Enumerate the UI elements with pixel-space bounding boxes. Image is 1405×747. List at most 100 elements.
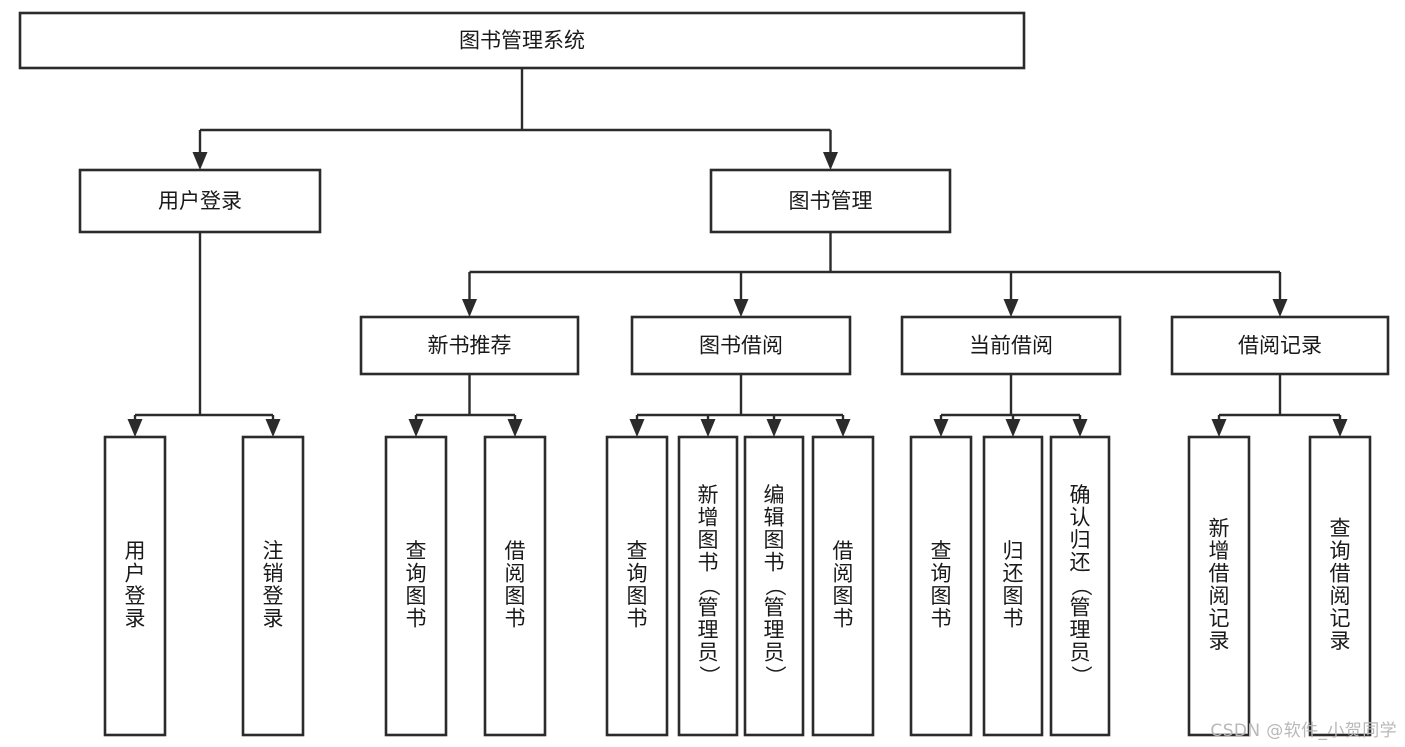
node-leaf-user-login[interactable]: 用户登录 xyxy=(103,435,167,737)
node-label-char: 登 xyxy=(263,584,284,608)
node-label-char: 询 xyxy=(931,562,952,586)
node-label-char: 管 xyxy=(764,595,785,619)
node-box-current-borrow xyxy=(900,315,1122,376)
node-label-char: 录 xyxy=(263,607,284,631)
node-box-leaf-add-borrow-record xyxy=(1187,435,1251,737)
node-label-char: 书 xyxy=(931,607,952,631)
node-label-char: 录 xyxy=(1209,629,1230,653)
node-label-char: ） xyxy=(763,665,787,686)
node-label-char: 借 xyxy=(1330,562,1351,586)
arrow-head-icon xyxy=(766,419,782,437)
node-user-login[interactable]: 用户登录 xyxy=(78,168,322,234)
node-layer: 图书管理系统用户登录图书管理新书推荐图书借阅当前借阅借阅记录用户登录注销登录查询… xyxy=(18,11,1390,737)
node-label-char: 登 xyxy=(125,584,146,608)
node-label-char: 记 xyxy=(1209,607,1230,631)
node-label-char: ） xyxy=(1069,665,1093,686)
arrow-head-icon xyxy=(1332,419,1348,437)
node-label-char: ） xyxy=(697,665,721,686)
arrow-head-icon xyxy=(629,419,645,437)
node-label-char: 图 xyxy=(833,584,854,608)
arrow-head-icon xyxy=(1211,419,1227,437)
node-label-char: 认 xyxy=(1070,505,1091,529)
node-label-char: 书 xyxy=(764,550,785,574)
node-label-char: 图 xyxy=(406,584,427,608)
node-label-char: 阅 xyxy=(505,562,526,586)
node-label-char: 新 xyxy=(698,483,719,507)
node-label-char: 归 xyxy=(1003,539,1024,563)
node-label-char: 图 xyxy=(1003,584,1024,608)
arrow-head-icon xyxy=(733,299,749,317)
arrow-head-icon xyxy=(1003,299,1019,317)
node-label-char: （ xyxy=(763,575,787,596)
arrow-head-icon xyxy=(823,152,838,170)
node-label-char: 员 xyxy=(764,640,785,664)
node-box-leaf-query-book-current xyxy=(909,435,973,737)
node-box-new-book-recommend xyxy=(359,315,580,376)
node-box-leaf-add-book xyxy=(677,435,739,737)
node-label-char: 录 xyxy=(125,607,146,631)
arrow-head-icon xyxy=(408,419,424,437)
node-label-user-login: 用户登录 xyxy=(158,189,242,213)
node-box-leaf-query-book-borrow xyxy=(605,435,669,737)
node-label-char: 新 xyxy=(1209,517,1230,541)
node-box-leaf-query-book-recommend xyxy=(384,435,448,737)
node-label-char: 书 xyxy=(406,607,427,631)
node-label-char: 还 xyxy=(1003,562,1024,586)
node-root[interactable]: 图书管理系统 xyxy=(18,11,1026,70)
node-label-char: 户 xyxy=(125,562,146,586)
node-label-char: （ xyxy=(1069,575,1093,596)
node-label-char: 图 xyxy=(698,528,719,552)
node-label-char: 理 xyxy=(698,618,719,642)
arrow-head-icon xyxy=(265,419,281,437)
node-label-char: 用 xyxy=(125,539,146,563)
node-label-char: 阅 xyxy=(1209,584,1230,608)
node-box-leaf-user-login xyxy=(103,435,167,737)
node-box-leaf-edit-book xyxy=(743,435,805,737)
node-label-char: 辑 xyxy=(764,505,785,529)
arrow-head-icon xyxy=(933,419,949,437)
arrow-head-icon xyxy=(462,299,477,317)
node-box-leaf-query-borrow-record xyxy=(1308,435,1372,737)
node-label-char: 员 xyxy=(1070,640,1091,664)
node-label-char: 记 xyxy=(1330,607,1351,631)
node-label-char: 图 xyxy=(627,584,648,608)
node-book-management[interactable]: 图书管理 xyxy=(709,168,952,234)
node-label-char: 书 xyxy=(1003,607,1024,631)
node-label-char: 书 xyxy=(833,607,854,631)
node-label-char: （ xyxy=(697,575,721,596)
arrow-head-icon xyxy=(700,419,716,437)
node-label-char: 还 xyxy=(1070,550,1091,574)
node-book-borrow[interactable]: 图书借阅 xyxy=(630,315,852,376)
node-new-book-recommend[interactable]: 新书推荐 xyxy=(359,315,580,376)
node-label-char: 查 xyxy=(406,539,427,563)
node-label-book-management: 图书管理 xyxy=(789,189,873,213)
csdn-watermark: CSDN @软件_小贺同学 xyxy=(1210,721,1397,741)
arrow-head-icon xyxy=(1272,299,1288,317)
arrow-head-icon xyxy=(1005,419,1021,437)
node-label-char: 查 xyxy=(931,539,952,563)
node-label-current-borrow: 当前借阅 xyxy=(969,334,1053,358)
node-label-char: 图 xyxy=(505,584,526,608)
arrow-head-icon xyxy=(1072,419,1088,437)
node-label-char: 归 xyxy=(1070,528,1091,552)
arrow-head-icon xyxy=(835,419,851,437)
node-current-borrow[interactable]: 当前借阅 xyxy=(900,315,1122,376)
node-label-char: 增 xyxy=(1209,539,1230,563)
node-label-book-borrow: 图书借阅 xyxy=(699,334,783,358)
node-borrow-record[interactable]: 借阅记录 xyxy=(1170,315,1390,376)
node-label-char: 书 xyxy=(505,607,526,631)
